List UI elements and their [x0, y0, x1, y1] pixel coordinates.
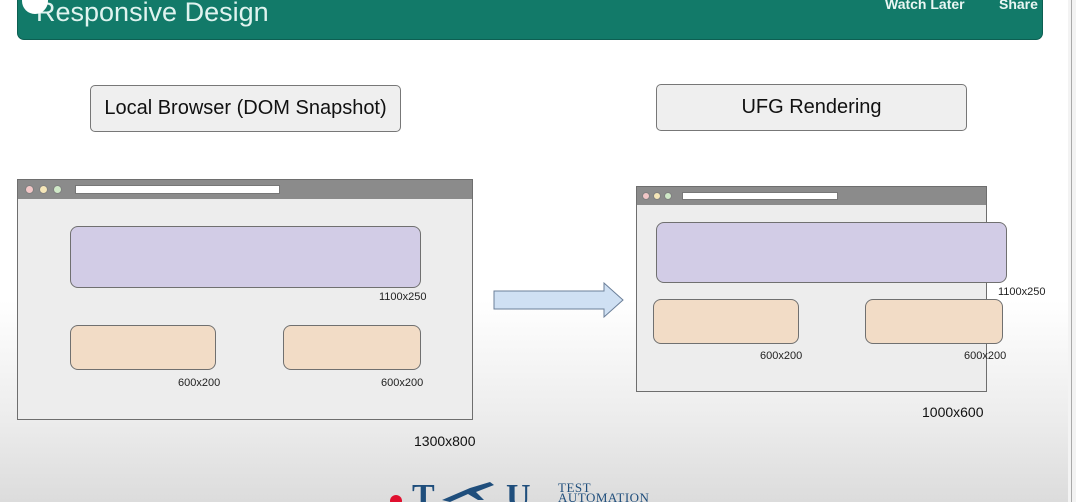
video-header-bar: Responsive Design	[17, 0, 1043, 40]
logo-letter-t-icon: T	[412, 478, 435, 502]
ufg-browser-window	[636, 186, 987, 392]
local-browser-window: 1100x250 600x200 600x200	[17, 179, 473, 420]
logo-letter-u-icon: U	[506, 478, 531, 502]
card1-dimension: 600x200	[760, 350, 803, 362]
address-bar	[75, 185, 280, 194]
watch-later-button[interactable]: Watch Later	[885, 0, 965, 12]
overflowing-banner-block	[656, 222, 1007, 283]
local-browser-label: Local Browser (DOM Snapshot)	[90, 85, 401, 132]
card-block-1	[70, 325, 216, 370]
minimize-dot-icon	[39, 185, 48, 194]
local-browser-size: 1300x800	[414, 433, 476, 449]
slide-title: Responsive Design	[36, 0, 269, 27]
maximize-dot-icon	[53, 185, 62, 194]
card2-dimension: 600x200	[964, 350, 1007, 362]
card-block-2	[865, 299, 1003, 344]
test-automation-logo: T U TEST AUTOMATION	[386, 478, 676, 502]
card-block-2	[283, 325, 421, 370]
right-edge-line	[1071, 0, 1072, 502]
maximize-dot-icon	[664, 192, 672, 200]
close-dot-icon	[642, 192, 650, 200]
browser-title-bar	[637, 187, 986, 205]
channel-avatar[interactable]	[22, 0, 48, 14]
banner-block	[70, 226, 421, 288]
logo-text-line2: AUTOMATION	[558, 490, 650, 502]
right-edge-strip	[1068, 0, 1076, 502]
banner-dimension: 1100x250	[998, 286, 1046, 298]
card1-dimension: 600x200	[178, 377, 221, 389]
address-bar	[682, 192, 838, 200]
share-button[interactable]: Share	[999, 0, 1038, 12]
banner-dimension: 1100x250	[379, 291, 427, 303]
card-block-1	[653, 299, 799, 344]
browser-title-bar	[18, 180, 472, 199]
card2-dimension: 600x200	[381, 377, 424, 389]
minimize-dot-icon	[653, 192, 661, 200]
right-arrow-icon	[493, 282, 624, 318]
close-dot-icon	[25, 185, 34, 194]
ufg-browser-size: 1000x600	[922, 404, 984, 420]
ufg-rendering-label: UFG Rendering	[656, 84, 967, 131]
logo-red-dot-icon	[390, 495, 402, 502]
logo-text-line1: TEST	[558, 480, 592, 495]
logo-plane-icon	[442, 482, 494, 502]
